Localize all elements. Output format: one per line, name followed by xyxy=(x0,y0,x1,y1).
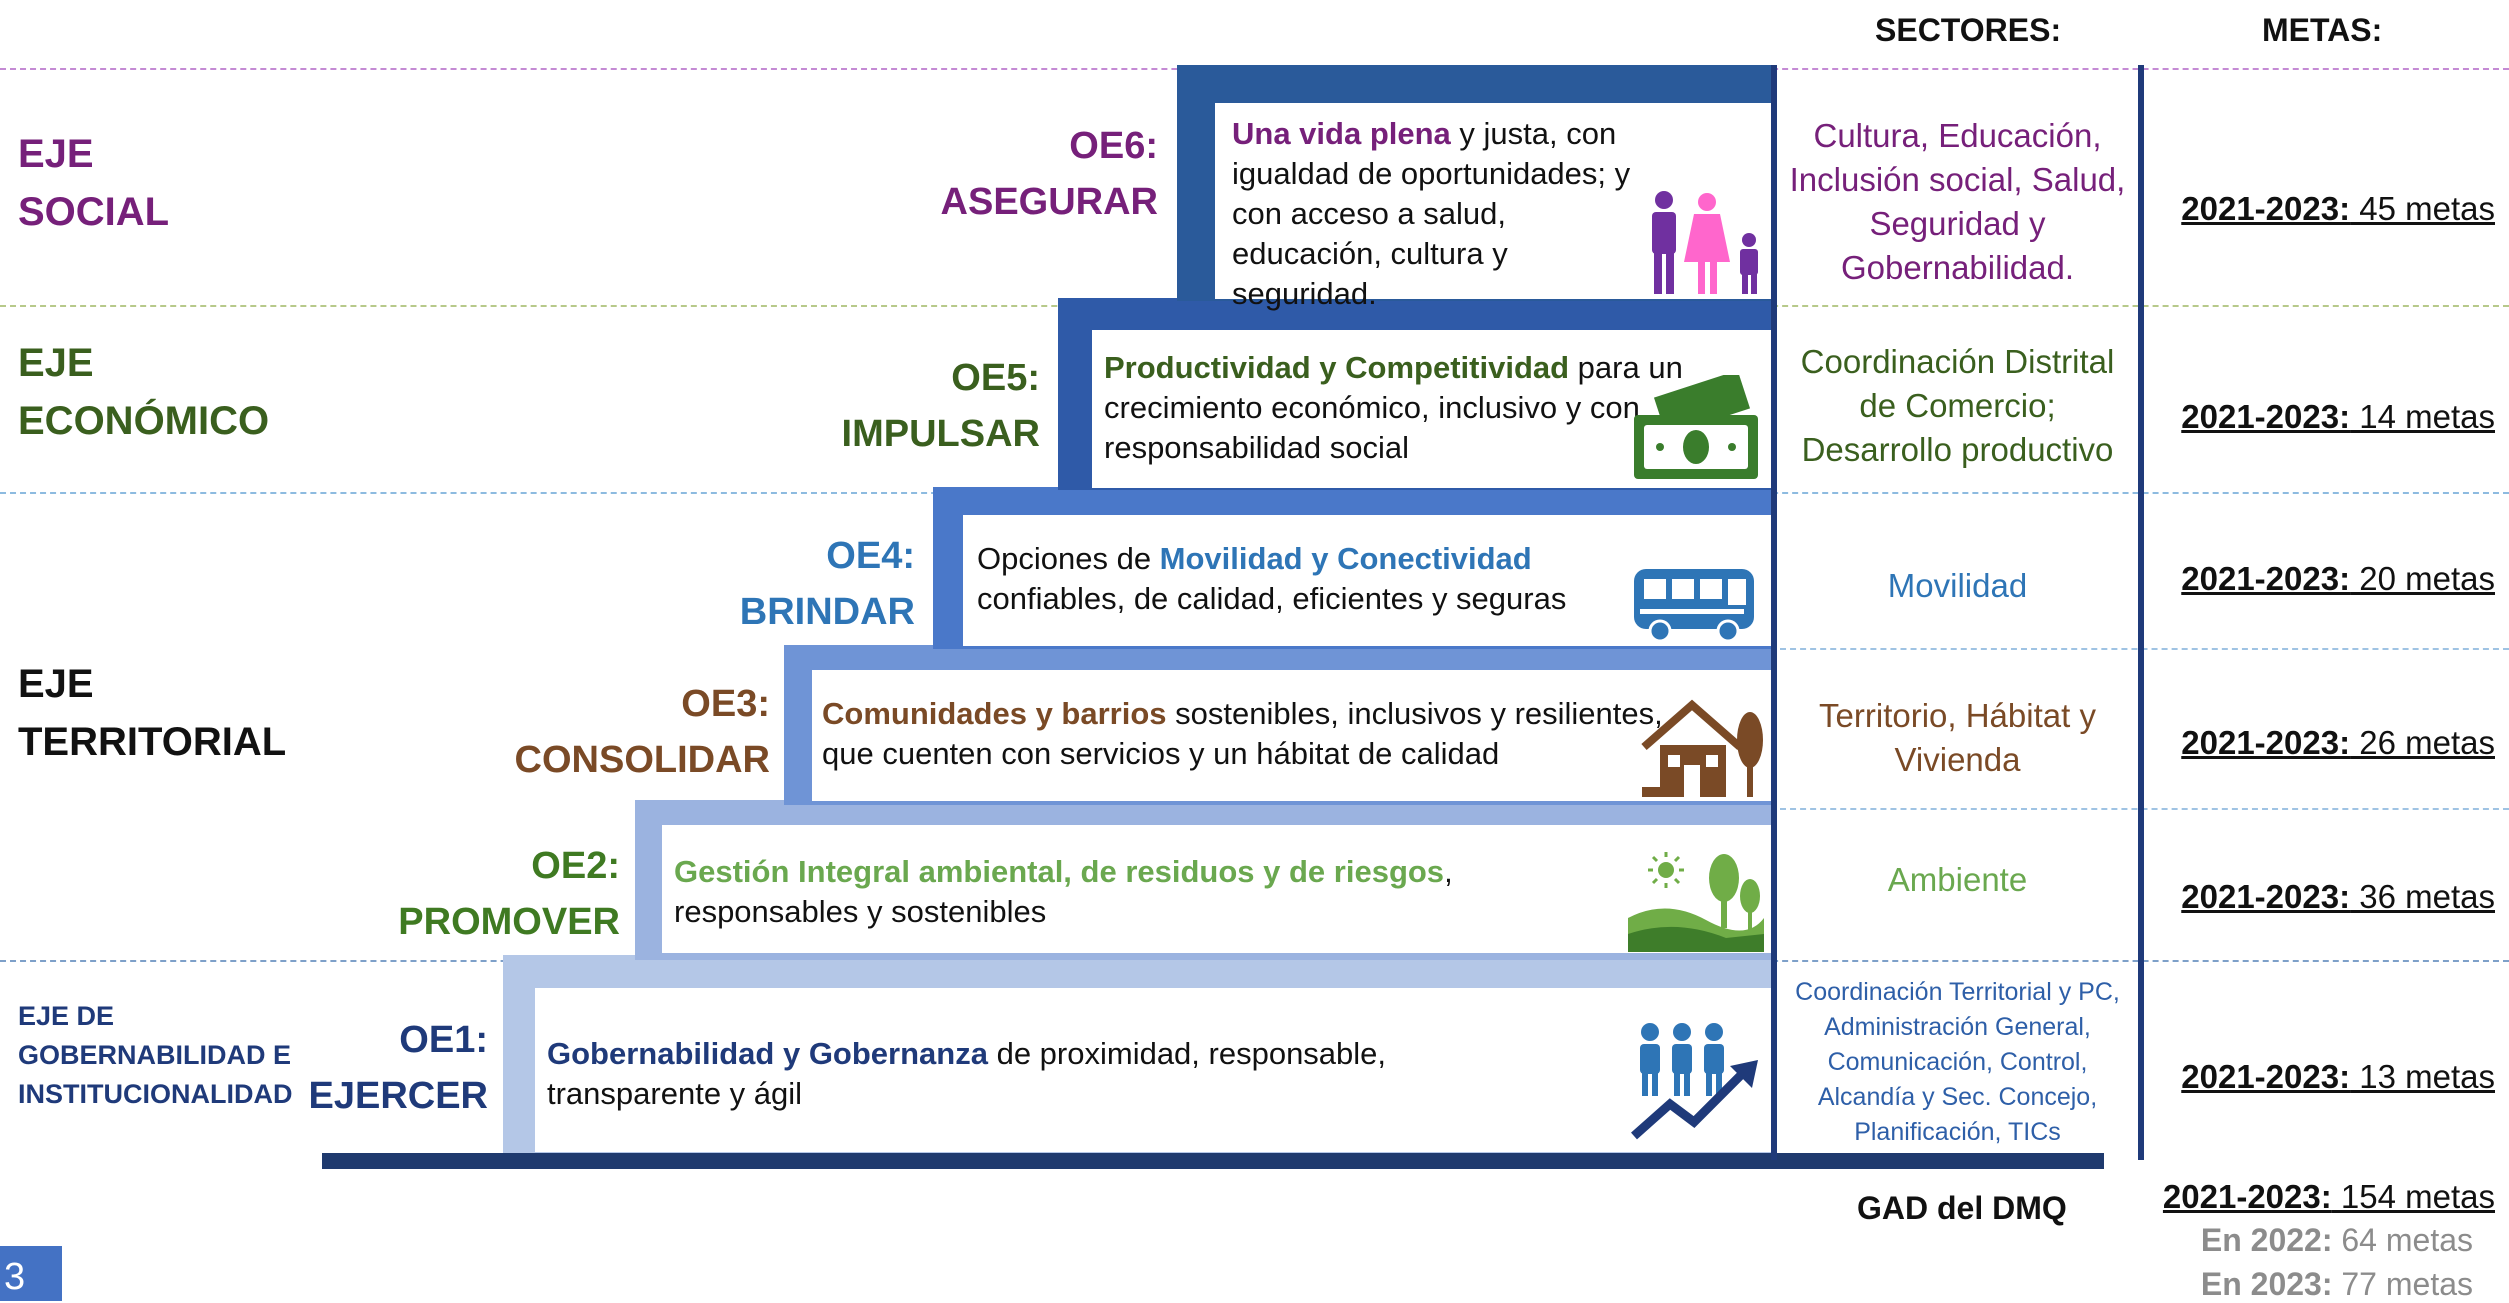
box-oe6 xyxy=(1215,103,1771,299)
sector-oe2: Ambiente xyxy=(1887,861,2028,898)
sector-oe4: Movilidad xyxy=(1887,567,2028,604)
sector-oe1: Coordinación Territorial y PC, Administr… xyxy=(1795,978,2120,1146)
eje-social-label: EJE SOCIAL xyxy=(18,132,170,234)
separator-oe3-oe2 xyxy=(1780,808,2509,810)
landscape-icon xyxy=(1628,852,1764,952)
page-number: 3 xyxy=(4,1256,26,1298)
meta-oe4: 2021-2023: 20 metas xyxy=(2181,560,2495,597)
oe3-label: OE3:CONSOLIDAR xyxy=(514,683,770,781)
meta-2023: En 2023: 77 metas xyxy=(2200,1266,2473,1302)
people-growth-icon xyxy=(1631,1023,1758,1140)
oe2-label: OE2:PROMOVER xyxy=(398,845,620,943)
meta-oe1: 2021-2023: 13 metas xyxy=(2181,1058,2495,1095)
base-bar xyxy=(322,1153,2104,1169)
divider-sectores xyxy=(1771,65,1777,1160)
oe6-text: Una vida plena y justa, con igualdad de … xyxy=(1232,116,1631,311)
bus-icon xyxy=(1634,569,1754,643)
oe3-text: Comunidades y barrios sostenibles, inclu… xyxy=(822,696,1663,771)
oe5-text: Productividad y Competitividad para un c… xyxy=(1104,350,1683,465)
box-oe3 xyxy=(812,670,1771,801)
sector-oe5: Coordinación Distrital de Comercio; Desa… xyxy=(1800,343,2115,468)
oe4-text: Opciones de Movilidad y Conectividad con… xyxy=(977,541,1567,616)
gad-label: GAD del DMQ xyxy=(1857,1190,2067,1226)
meta-oe5: 2021-2023: 14 metas xyxy=(2181,398,2495,435)
oe1-label: OE1:EJERCER xyxy=(308,1019,489,1117)
box-oe2 xyxy=(662,825,1771,953)
house-icon xyxy=(1641,699,1763,797)
oe4-label: OE4:BRINDAR xyxy=(739,535,915,633)
sector-oe3: Territorio, Hábitat y Vivienda xyxy=(1819,697,2096,778)
money-icon xyxy=(1634,375,1758,479)
separator-oe4-oe3 xyxy=(1780,648,2509,650)
sector-oe6: Cultura, Educación, Inclusión social, Sa… xyxy=(1789,117,2126,286)
metas-header: METAS: xyxy=(2262,12,2383,48)
box-oe1 xyxy=(535,988,1771,1152)
family-icon xyxy=(1652,191,1758,294)
meta-oe3: 2021-2023: 26 metas xyxy=(2181,724,2495,761)
oe2-text: Gestión Integral ambiental, de residuos … xyxy=(674,854,1453,929)
eje-territorial-label: EJE TERRITORIAL xyxy=(18,662,287,764)
meta-oe2: 2021-2023: 36 metas xyxy=(2181,878,2495,915)
eje-gobernabilidad-label: EJE DE GOBERNABILIDAD E INSTITUCIONALIDA… xyxy=(18,1001,293,1109)
divider-metas xyxy=(2138,65,2144,1160)
meta-oe6: 2021-2023: 45 metas xyxy=(2181,190,2495,227)
oe1-text: Gobernabilidad y Gobernanza de proximida… xyxy=(547,1036,1387,1111)
meta-total: 2021-2023: 154 metas xyxy=(2162,1178,2495,1215)
eje-economico-label: EJE ECONÓMICO xyxy=(18,341,270,443)
sectores-header: SECTORES: xyxy=(1875,12,2062,48)
oe6-label: OE6:ASEGURAR xyxy=(940,125,1158,223)
page-number-badge xyxy=(0,1246,62,1301)
meta-2022: En 2022: 64 metas xyxy=(2200,1222,2473,1258)
oe5-label: OE5:IMPULSAR xyxy=(841,357,1040,455)
